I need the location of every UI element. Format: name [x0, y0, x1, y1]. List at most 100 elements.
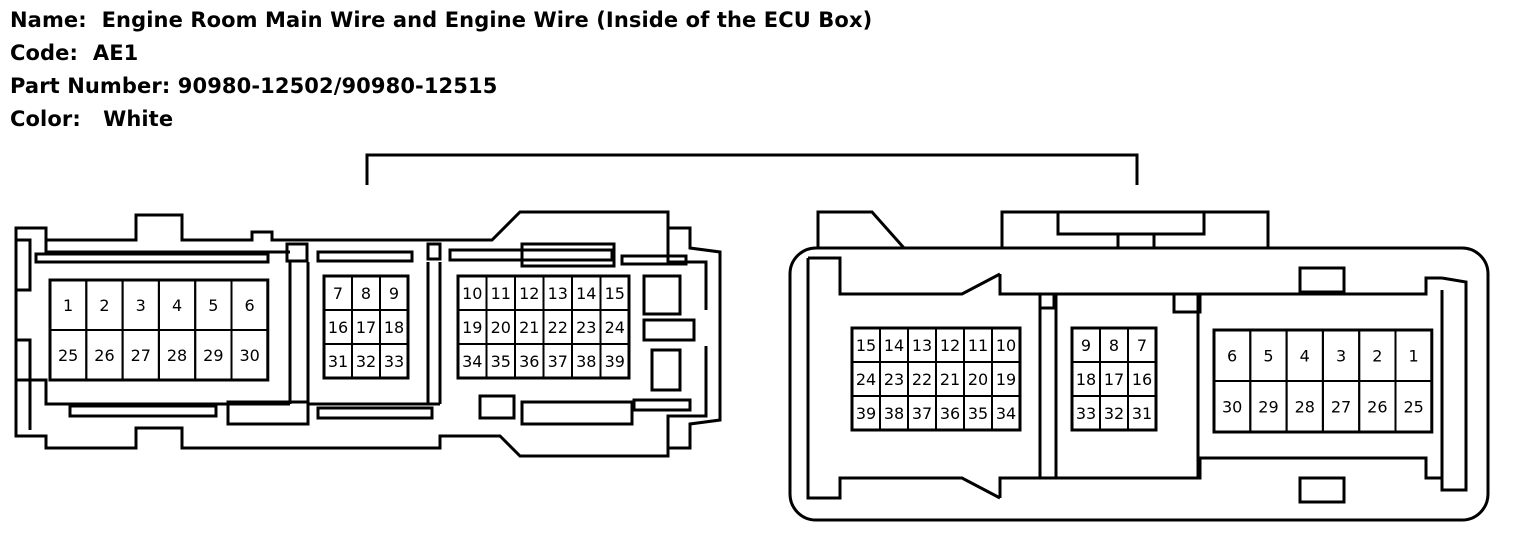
pin-label: 6	[1227, 347, 1237, 366]
right-connector-housing	[788, 210, 1490, 522]
pin-label: 7	[333, 284, 343, 303]
pin-label: 24	[605, 318, 625, 337]
pin-label: 15	[605, 284, 625, 303]
code-label: Code:	[10, 41, 79, 65]
pin-label: 29	[1258, 398, 1278, 417]
pin-label: 1	[63, 296, 73, 315]
pin-label: 38	[576, 352, 596, 371]
code-value: AE1	[92, 41, 139, 65]
pin-cell	[991, 395, 1021, 431]
pin-label: 23	[576, 318, 596, 337]
pin-label: 20	[968, 370, 988, 389]
pin-label: 9	[389, 284, 399, 303]
pin-label: 14	[884, 336, 904, 355]
pin-label: 8	[361, 284, 371, 303]
pin-label: 39	[856, 404, 876, 423]
color-line: Color: White	[10, 103, 1110, 136]
pin-label: 19	[996, 370, 1016, 389]
pin-label: 30	[1222, 398, 1242, 417]
pin-label: 25	[58, 346, 78, 365]
pin-label: 38	[884, 404, 904, 423]
pin-label: 36	[940, 404, 960, 423]
pin-label: 3	[136, 296, 146, 315]
pin-label: 31	[1132, 404, 1152, 423]
right-connector-block-c-grid: 6 5 4 3 2 1 30 29 28 27 26 25	[1212, 328, 1434, 434]
pin-label: 26	[94, 346, 114, 365]
pin-label: 21	[519, 318, 539, 337]
pin-label: 25	[1403, 398, 1423, 417]
pin-cell	[230, 329, 269, 381]
pin-label: 22	[548, 318, 568, 337]
pin-label: 35	[491, 352, 511, 371]
right-connector-block-a-grid: 15 14 13 12 11 10 24 23 22 21 20 19 39 38 37 36 35 34	[850, 326, 1022, 432]
pin-label: 12	[940, 336, 960, 355]
pin-cell	[599, 343, 630, 379]
pin-label: 28	[1295, 398, 1315, 417]
color-label: Color:	[10, 107, 81, 131]
pin-label: 7	[1137, 336, 1147, 355]
header: Name: Engine Room Main Wire and Engine W…	[10, 4, 1110, 136]
pin-label: 24	[856, 370, 876, 389]
pin-label: 11	[491, 284, 511, 303]
pin-label: 17	[356, 318, 376, 337]
name-value: Engine Room Main Wire and Engine Wire (I…	[101, 8, 873, 32]
code-line: Code: AE1	[10, 37, 1110, 70]
pin-label: 36	[519, 352, 539, 371]
pin-label: 39	[605, 352, 625, 371]
part-number-line: Part Number: 90980-12502/90980-12515	[10, 70, 1110, 103]
pin-label: 32	[356, 352, 376, 371]
pin-label: 5	[1263, 347, 1273, 366]
pin-label: 33	[1076, 404, 1096, 423]
left-connector-housing	[14, 210, 722, 458]
pin-label: 10	[996, 336, 1016, 355]
pin-label: 19	[462, 318, 482, 337]
pin-label: 34	[996, 404, 1016, 423]
pin-label: 33	[384, 352, 404, 371]
pin-label: 2	[1372, 347, 1382, 366]
pin-label: 10	[462, 284, 482, 303]
pin-label: 16	[1132, 370, 1152, 389]
pin-label: 28	[167, 346, 187, 365]
pin-label: 13	[548, 284, 568, 303]
pin-label: 23	[884, 370, 904, 389]
pin-label: 37	[548, 352, 568, 371]
pin-label: 22	[912, 370, 932, 389]
pin-label: 4	[172, 296, 182, 315]
pin-label: 11	[968, 336, 988, 355]
pin-label: 17	[1104, 370, 1124, 389]
part-number-value: 90980-12502/90980-12515	[177, 74, 498, 98]
pin-label: 1	[1409, 347, 1419, 366]
connector-bracket	[365, 153, 1139, 185]
pin-label: 31	[328, 352, 348, 371]
pin-cell	[1127, 395, 1157, 431]
pin-label: 5	[208, 296, 218, 315]
pin-label: 18	[1076, 370, 1096, 389]
pin-label: 16	[328, 318, 348, 337]
pin-label: 34	[462, 352, 482, 371]
pin-label: 21	[940, 370, 960, 389]
part-number-label: Part Number:	[10, 74, 171, 98]
pin-label: 15	[856, 336, 876, 355]
color-value: White	[103, 107, 174, 131]
name-line: Name: Engine Room Main Wire and Engine W…	[10, 4, 1110, 37]
pin-label: 32	[1104, 404, 1124, 423]
pin-cell	[1394, 380, 1433, 433]
pin-label: 13	[912, 336, 932, 355]
pin-label: 30	[239, 346, 259, 365]
pin-label: 14	[576, 284, 596, 303]
pin-label: 27	[1331, 398, 1351, 417]
pin-label: 26	[1367, 398, 1387, 417]
pin-label: 4	[1300, 347, 1310, 366]
pin-label: 3	[1336, 347, 1346, 366]
pin-label: 8	[1109, 336, 1119, 355]
pin-label: 37	[912, 404, 932, 423]
pin-label: 35	[968, 404, 988, 423]
pin-label: 9	[1081, 336, 1091, 355]
pin-label: 27	[131, 346, 151, 365]
pin-label: 2	[99, 296, 109, 315]
